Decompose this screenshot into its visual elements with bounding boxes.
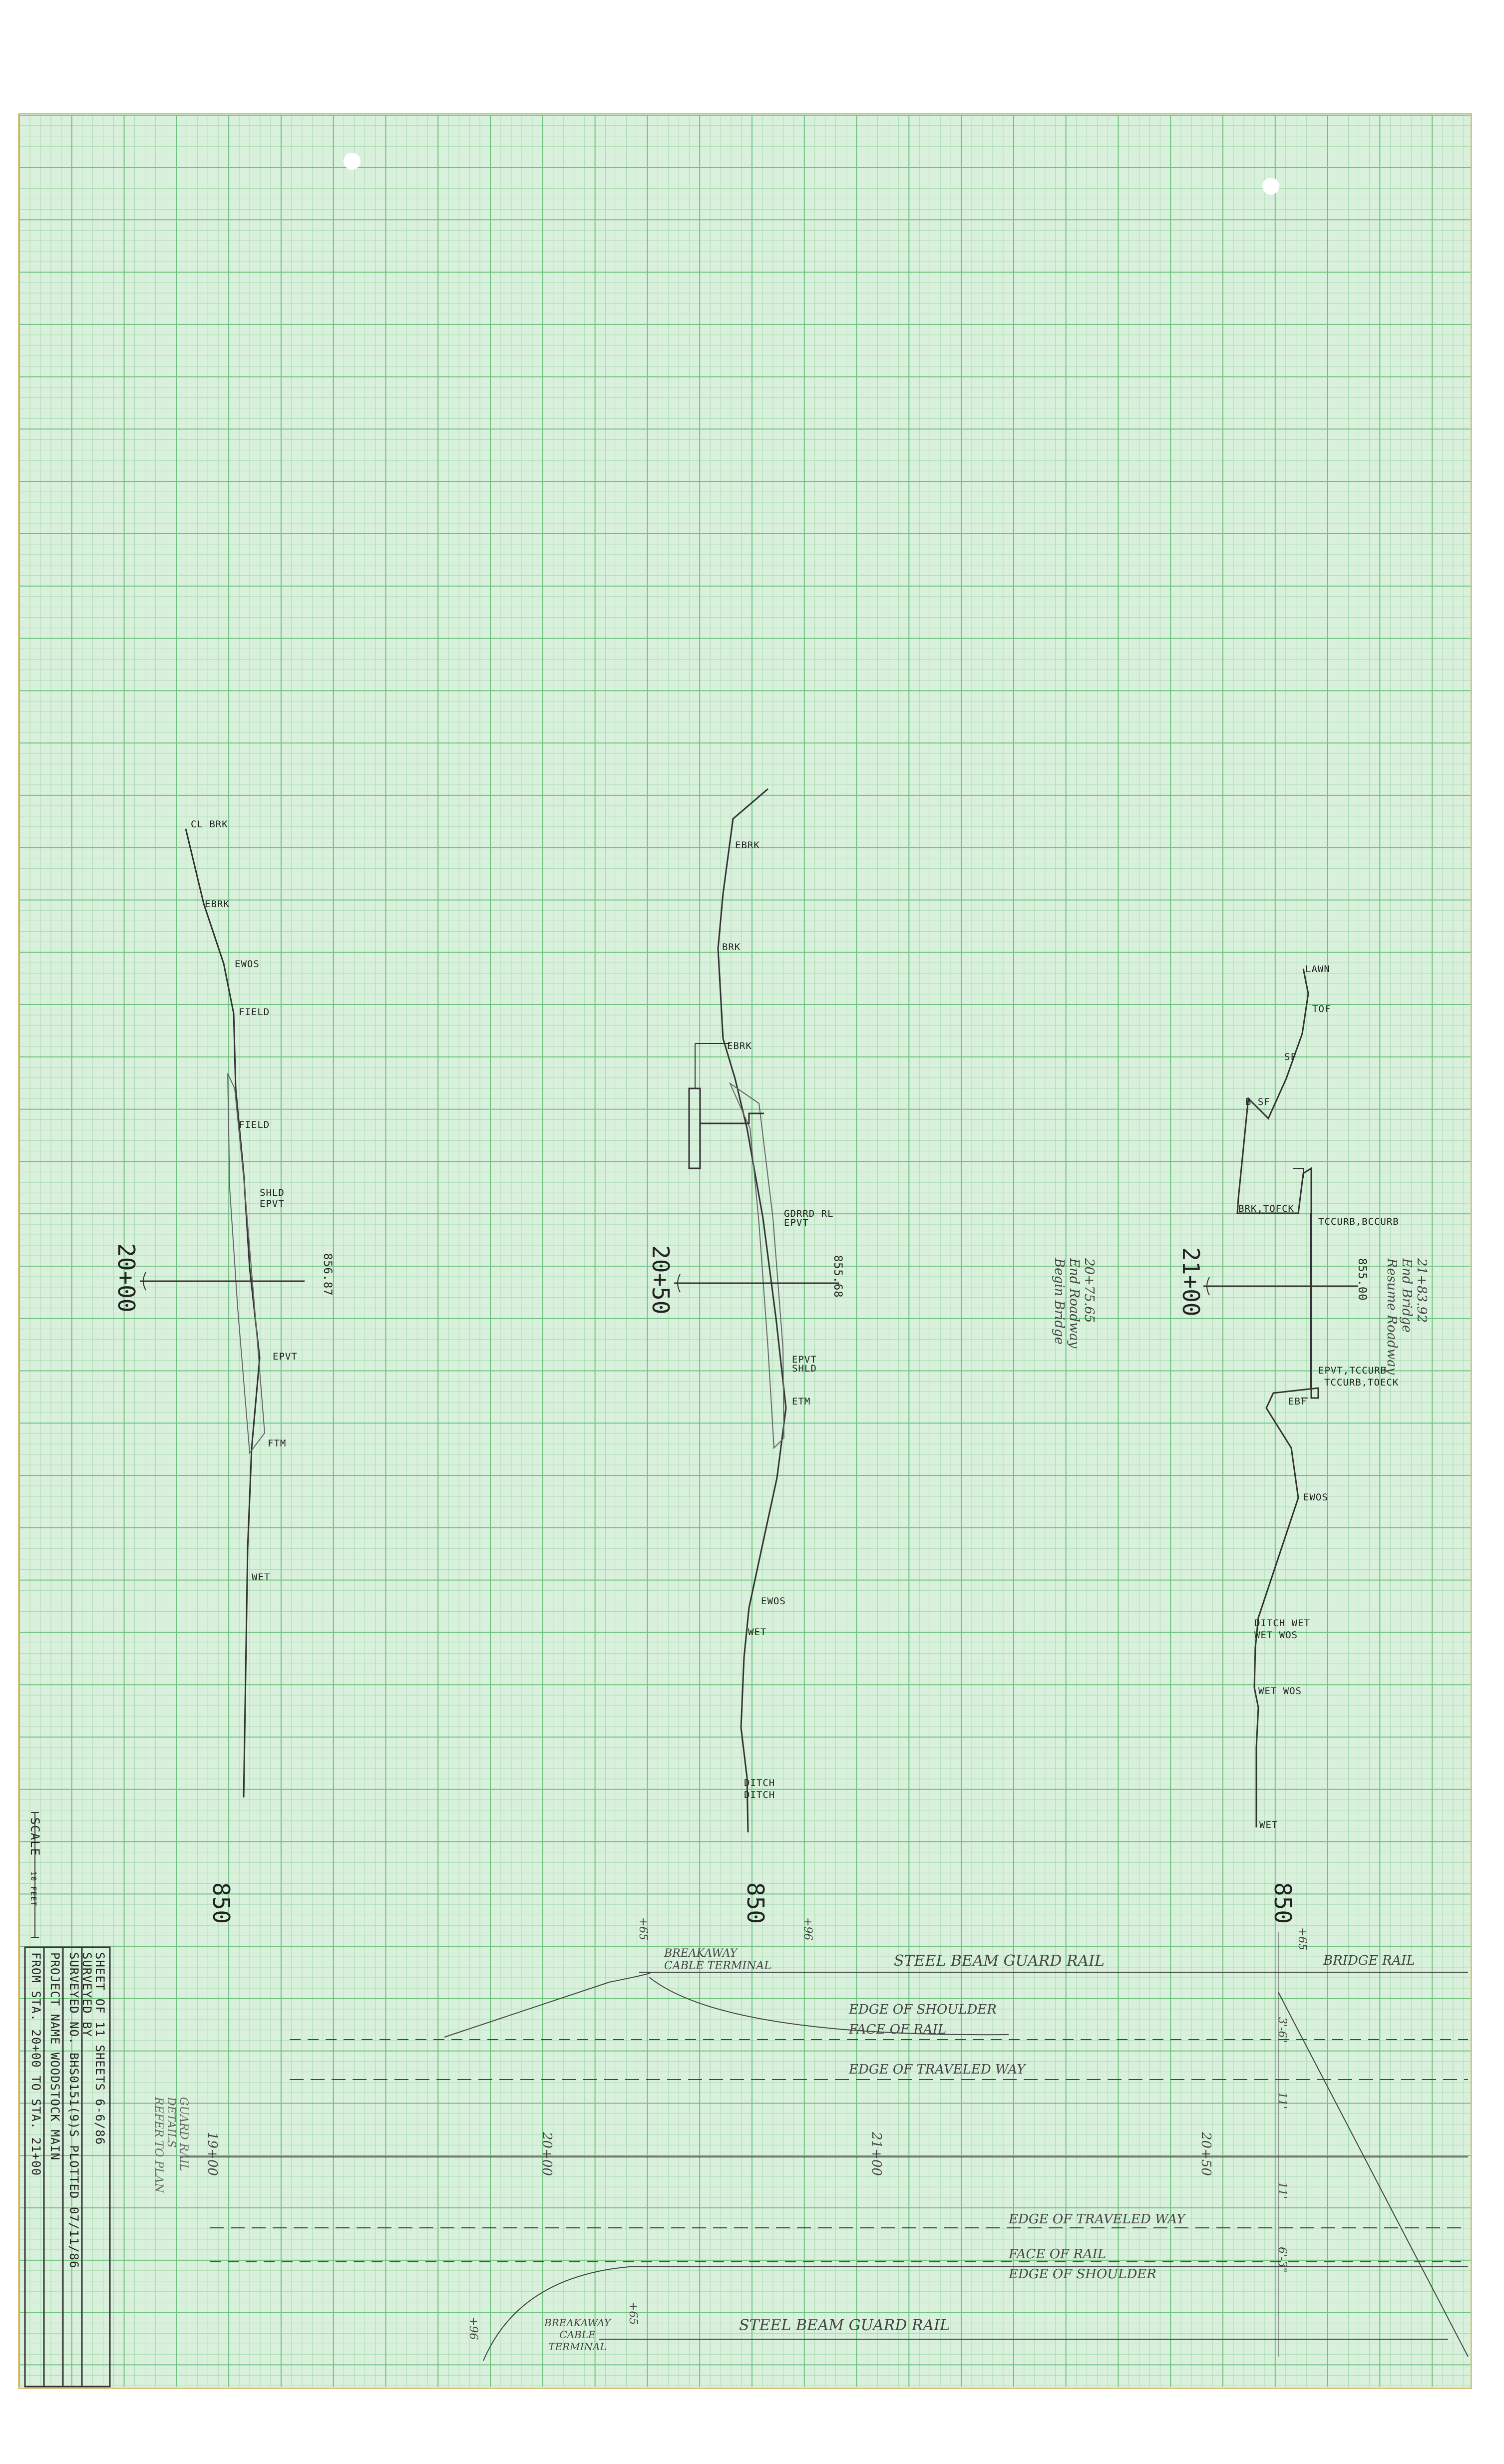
- top-breakaway-curve: [444, 1972, 652, 2038]
- section-label: WET WOS: [1254, 1630, 1298, 1641]
- graph-grid: [19, 114, 1471, 2387]
- section-label: WET WOS: [1258, 1686, 1302, 1697]
- bridge-rail-label: BRIDGE RAIL: [1323, 1953, 1415, 1968]
- edge-label: EDGE OF SHOULDER: [1009, 2267, 1156, 2282]
- dimension-label: 11': [1276, 2092, 1288, 2110]
- section-label: FIELD: [239, 1119, 270, 1130]
- elevation-ref-2050: 850: [742, 1882, 769, 1924]
- section-label: DITCH: [744, 1789, 775, 1800]
- station-label-2050: 20+50: [647, 1245, 674, 1315]
- dimension-label: 3'-6": [1276, 2017, 1288, 2043]
- section-label: EPVT: [784, 1217, 809, 1228]
- section-label: EPVT: [260, 1198, 285, 1209]
- plan-station: 21+00: [869, 2132, 884, 2176]
- punch-hole: [344, 153, 361, 170]
- plan-station: 19+00: [205, 2132, 220, 2176]
- section-label: LAWN: [1305, 964, 1330, 975]
- title-line-1: FROM STA. 20+00 TO STA. 21+00: [29, 1952, 43, 2176]
- ground-line-2000: [185, 828, 261, 1798]
- top-guard-rail-label: STEEL BEAM GUARD RAIL: [894, 1952, 1105, 1970]
- punch-hole: [1262, 178, 1279, 195]
- offset-label: +65: [1296, 1927, 1308, 1951]
- bottom-guard-rail-label: STEEL BEAM GUARD RAIL: [739, 2317, 950, 2334]
- section-label: EPVT: [792, 1354, 817, 1365]
- section-label: SHLD: [792, 1363, 817, 1374]
- section-label: FTM: [268, 1438, 287, 1449]
- title-line-5: SHEET OF 11 SHEETS 6-6/86: [93, 1952, 107, 2145]
- title-block-frame: [24, 1946, 111, 2388]
- grid-major-lines: [19, 114, 1471, 2387]
- dimension-label: 11': [1276, 2182, 1288, 2199]
- section-label: DITCH WET: [1254, 1618, 1310, 1629]
- section-label: WET: [252, 1572, 271, 1583]
- section-label: FIELD: [239, 1007, 270, 1018]
- section-label: SHLD: [260, 1187, 285, 1198]
- section-label: ETM: [792, 1396, 811, 1407]
- elevation-value-2100: 855.00: [1356, 1258, 1368, 1301]
- plan-station: 20+50: [1198, 2132, 1213, 2176]
- section-label: TCCURB,TOECK: [1324, 1377, 1399, 1388]
- section-label: WET: [1259, 1819, 1278, 1830]
- section-label: CL BRK: [191, 819, 228, 830]
- dimension-label: 6'-3": [1276, 2247, 1288, 2273]
- offset-label: +65: [627, 2302, 639, 2325]
- section-label: EPVT: [273, 1351, 298, 1362]
- bottom-breakaway-curve: [483, 2266, 630, 2361]
- guard-rail-post-2050: [688, 1087, 764, 1169]
- elevation-ref-2100: 850: [1269, 1882, 1296, 1924]
- section-label: TCCURB,BCCURB: [1318, 1216, 1399, 1227]
- section-label: DITCH: [744, 1777, 775, 1788]
- graph-paper-sheet: [18, 113, 1472, 2389]
- title-line-3: SURVEYED NO. BHS0151(9)S PLOTTED 07/11/8…: [67, 1952, 81, 2269]
- ground-line-2050: [717, 788, 787, 1833]
- station-label-2000: 20+00: [113, 1243, 140, 1313]
- section-label: EBRK: [205, 899, 230, 910]
- section-label: GDRRD RL: [784, 1208, 834, 1219]
- station-label-2100: 21+00: [1177, 1247, 1204, 1317]
- title-line-4: SURVEYED BY: [80, 1952, 94, 2037]
- section-label: BRK,TOFCK: [1238, 1203, 1294, 1214]
- edge-label: EDGE OF TRAVELED WAY: [1009, 2212, 1185, 2227]
- edge-label: FACE OF RAIL: [1009, 2247, 1107, 2262]
- plan-station: 20+00: [539, 2132, 554, 2176]
- elevation-ref-2000: 850: [208, 1882, 235, 1924]
- scale-label: SCALE 10 FEET: [28, 1817, 42, 1907]
- section-label: TOF: [1312, 1004, 1331, 1015]
- elevation-value-2000: 856.87: [321, 1253, 334, 1296]
- section-label: BRK: [722, 942, 741, 953]
- offset-label: +65: [637, 1917, 649, 1941]
- bridge-skew-line: [1278, 1992, 1469, 2357]
- section-label: EWOS: [1303, 1492, 1328, 1503]
- grid-minor-lines: [19, 115, 1471, 2387]
- edge-label: FACE OF RAIL: [849, 2022, 947, 2037]
- offset-label: +96: [801, 1917, 814, 1941]
- roadway-template-2050: [729, 1082, 785, 1449]
- roadway-template-2000: [227, 1073, 266, 1454]
- title-line-2: PROJECT NAME WOODSTOCK MAIN: [48, 1952, 62, 2161]
- edge-label: EDGE OF SHOULDER: [849, 2002, 997, 2017]
- section-label: EBRK: [735, 840, 760, 851]
- edge-label: EDGE OF TRAVELED WAY: [849, 2062, 1026, 2077]
- offset-label: +96: [467, 2317, 479, 2340]
- section-label: SF: [1284, 1052, 1297, 1062]
- section-label: EBRK: [727, 1041, 752, 1052]
- section-label: WET: [748, 1627, 767, 1638]
- section-label: EPVT,TCCURB: [1318, 1365, 1387, 1376]
- elevation-value-2050: 855.68: [831, 1255, 844, 1298]
- section-label: EWOS: [761, 1596, 786, 1607]
- section-label: EBF: [1288, 1396, 1307, 1407]
- section-label: B SF: [1245, 1096, 1270, 1107]
- ground-line-2100: [1236, 968, 1319, 1827]
- section-label: EWOS: [235, 959, 260, 970]
